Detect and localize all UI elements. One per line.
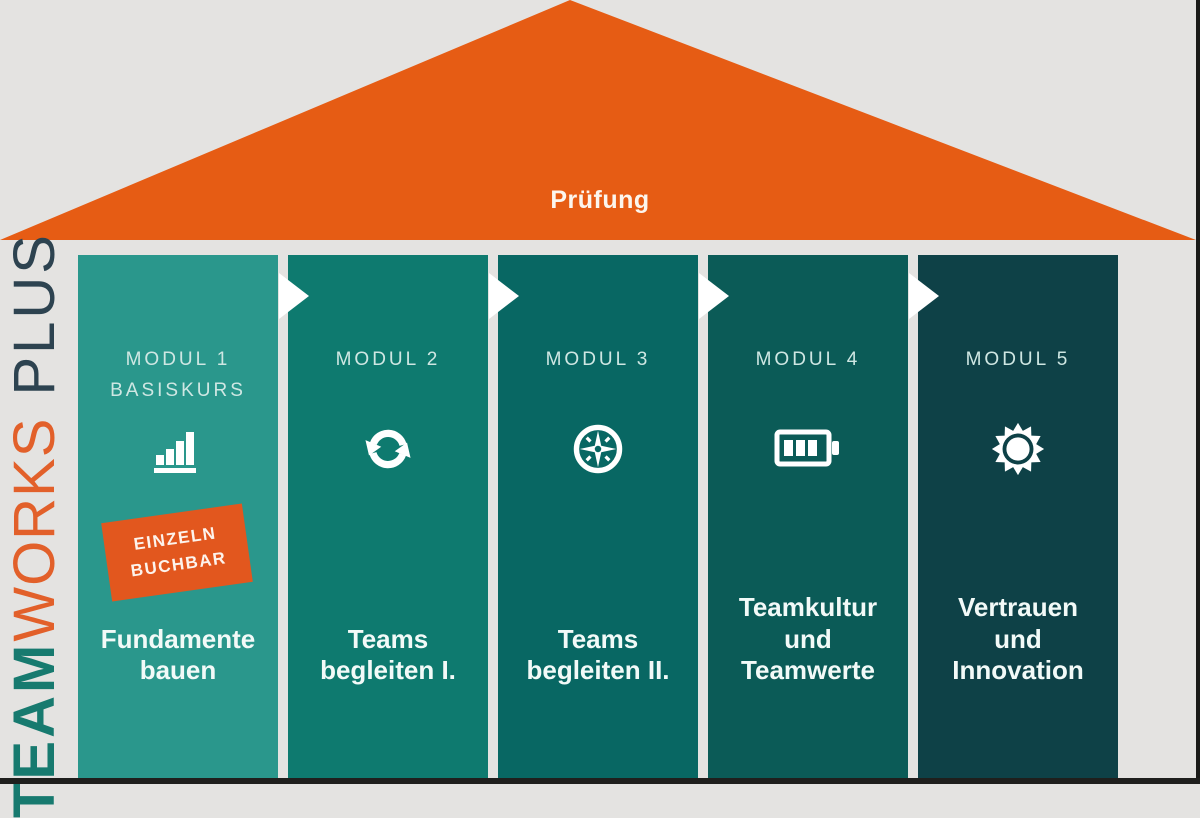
brand-vertical-text: TEAMWORKS PLUS [2, 232, 67, 818]
sun-icon [918, 421, 1118, 477]
module-subtitle: BASISKURS [110, 380, 246, 401]
module-label-line: Teams [557, 623, 639, 654]
module-label-line: Teams [347, 623, 429, 654]
module-label-line: Teamkultur [738, 592, 878, 623]
module-title: MODUL 1 [125, 349, 231, 370]
module-label-line: Teamwerte [741, 654, 875, 685]
roof-label: Prüfung [550, 186, 650, 214]
module-label-line: begleiten II. [526, 654, 670, 685]
module-title: MODUL 3 [545, 349, 651, 370]
module-title: MODUL 2 [335, 349, 441, 370]
module-label-line: bauen [139, 654, 217, 685]
bar-chart-icon [78, 421, 278, 477]
module-label-line: begleiten I. [320, 654, 456, 685]
module-label-line: und [994, 623, 1042, 654]
module-label-line: Innovation [952, 654, 1084, 685]
right-edge-border [1196, 0, 1200, 784]
chevron-right-icon [699, 273, 729, 319]
battery-icon [708, 421, 908, 477]
bottom-edge-border [0, 778, 1200, 784]
module-label-line: Fundamente [100, 623, 256, 654]
chevron-right-icon [909, 273, 939, 319]
chevron-right-icon [279, 273, 309, 319]
module-label-line: und [784, 623, 832, 654]
chevron-right-icon [489, 273, 519, 319]
module-title: MODUL 4 [755, 349, 861, 370]
sync-arrows-icon [288, 421, 488, 477]
module-label-line: Vertrauen [958, 592, 1078, 623]
brand-works-text: WORKS [2, 417, 67, 642]
brand-plus-text: PLUS [2, 232, 67, 396]
compass-icon [498, 421, 698, 477]
module-title: MODUL 5 [965, 349, 1071, 370]
brand-team-text: TEAM [2, 641, 67, 818]
